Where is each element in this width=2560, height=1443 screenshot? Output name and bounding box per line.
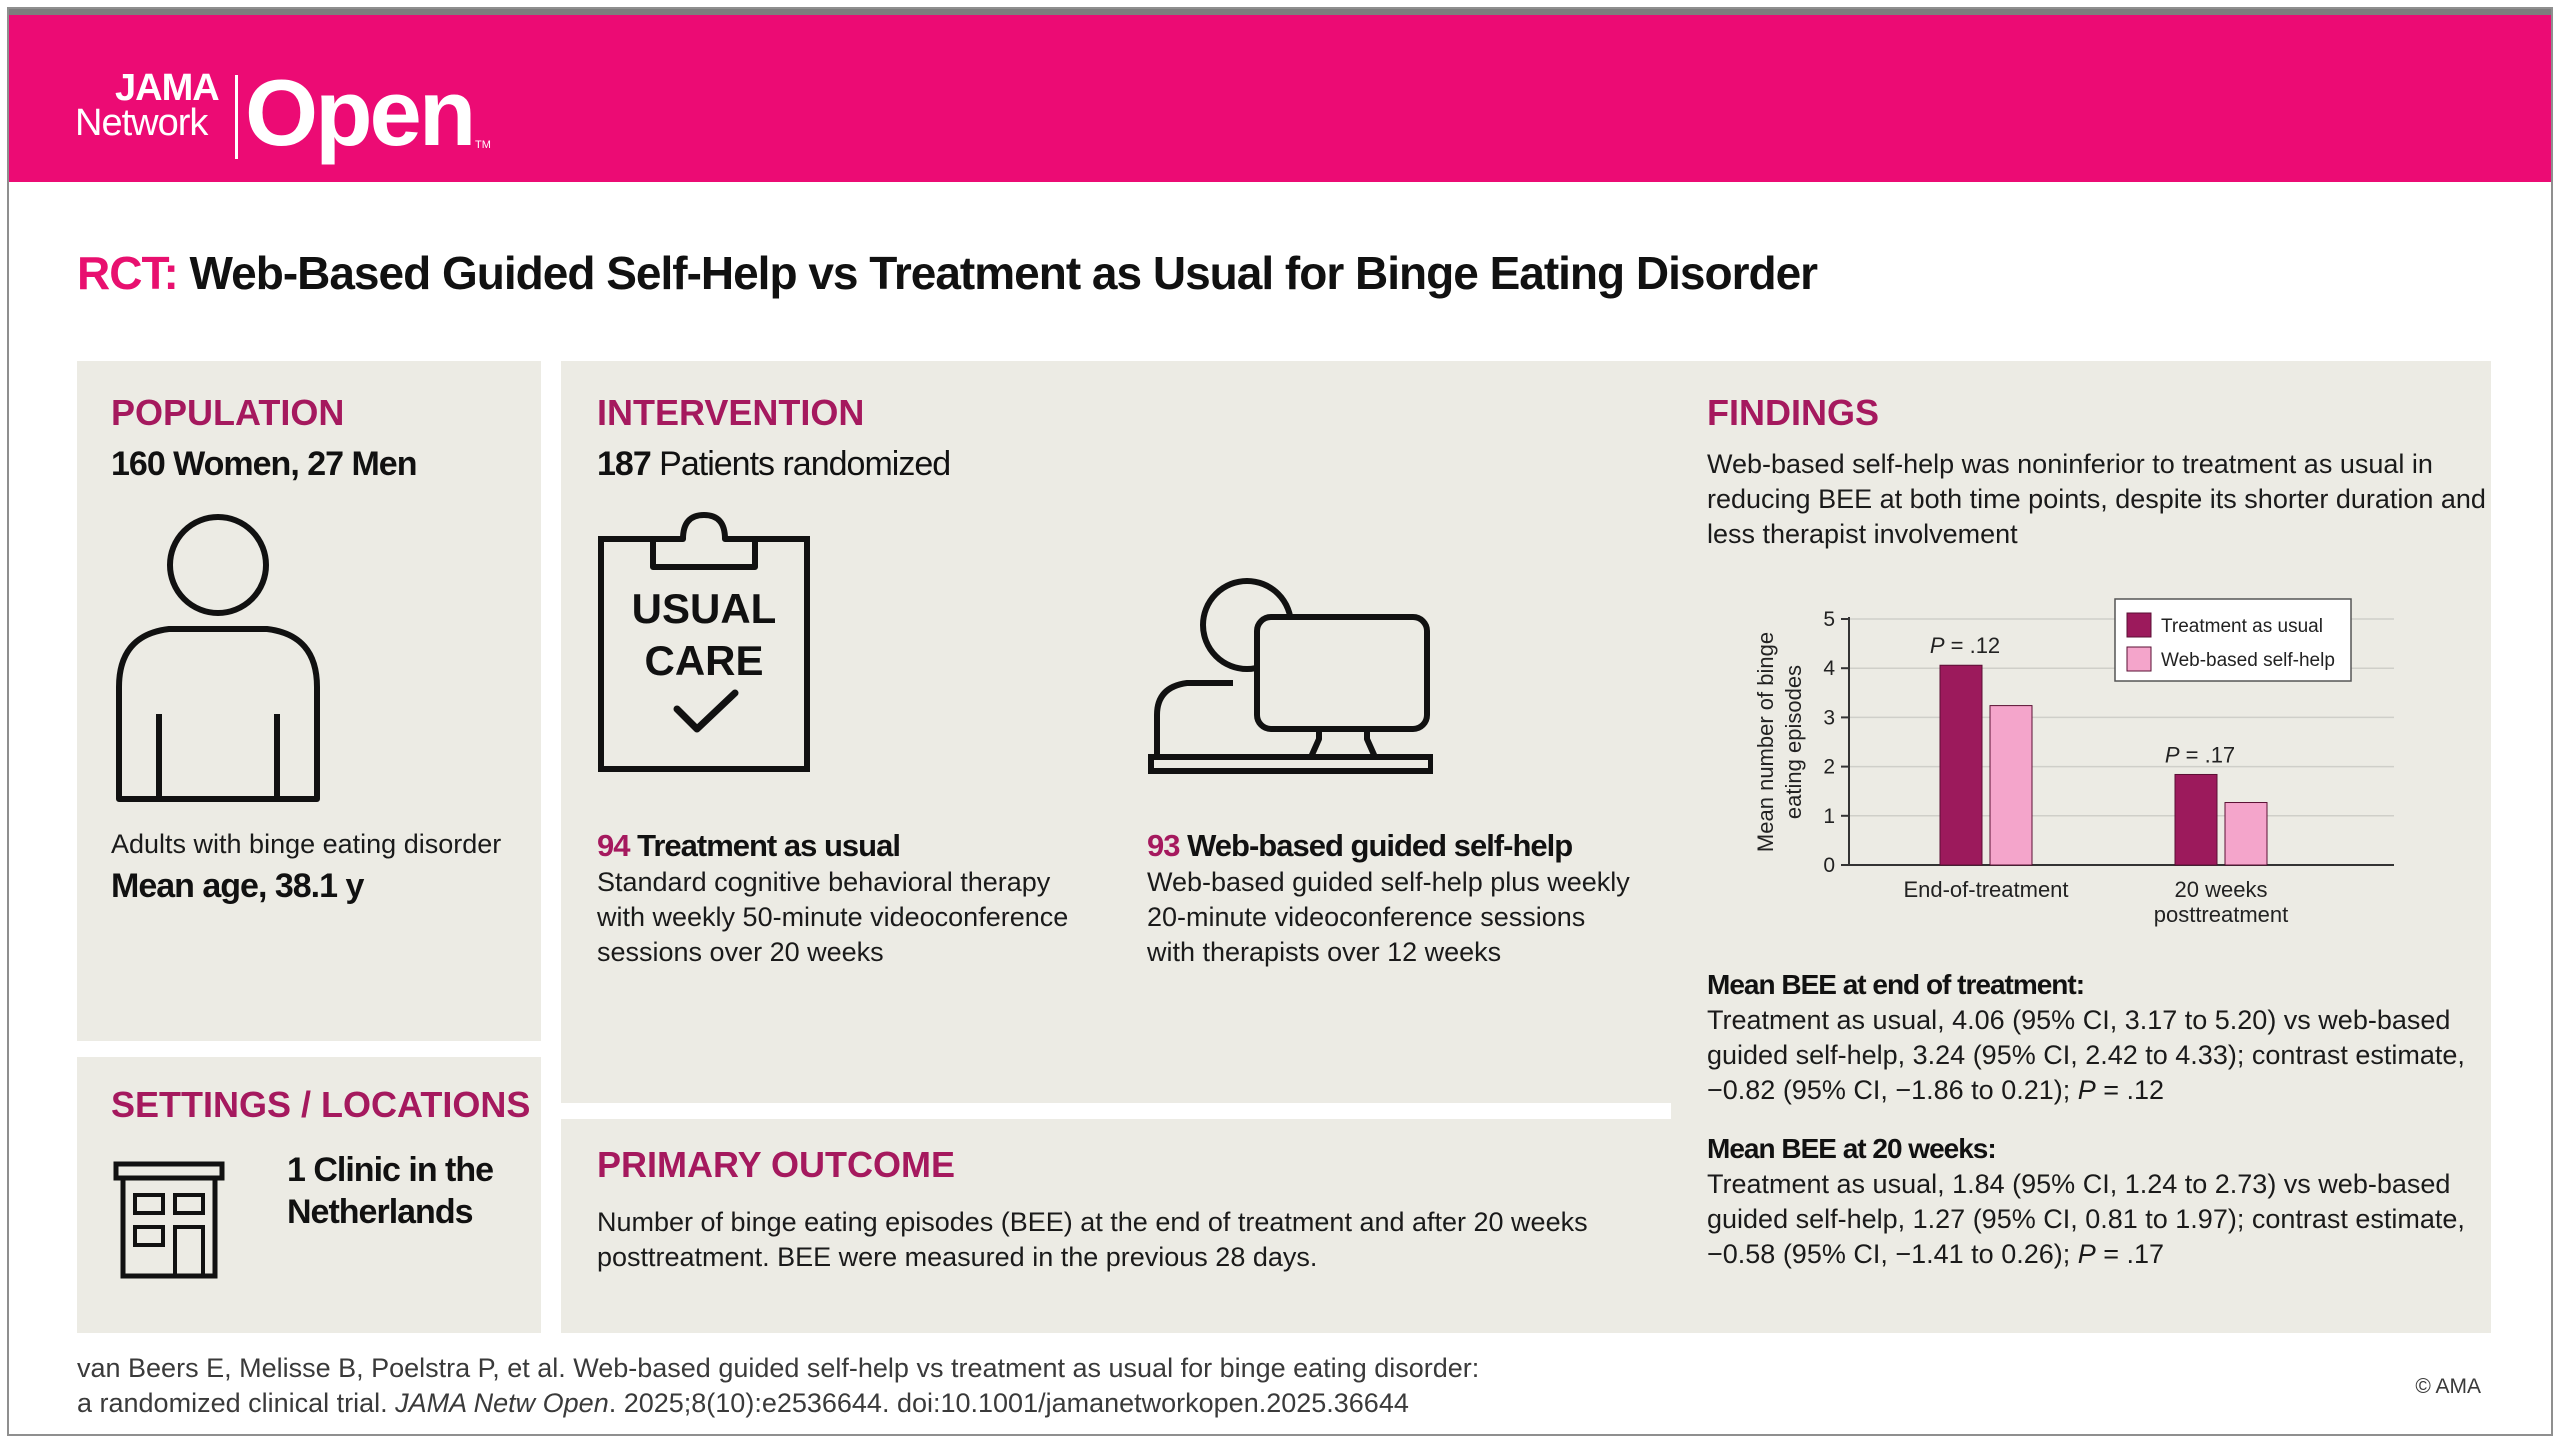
arm1-desc2: with weekly 50-minute videoconference [597, 902, 1069, 932]
y-tick-label-5: 5 [1823, 608, 1835, 631]
intervention-heading: INTERVENTION [597, 392, 865, 433]
findings-heading: FINDINGS [1707, 392, 1880, 433]
randomized-line: 187 Patients randomized [597, 443, 951, 485]
logo-network-text: Network [75, 102, 208, 144]
bar-2-1 [1989, 705, 2033, 866]
primary-outcome-line1: Number of binge eating episodes (BEE) at… [597, 1207, 1588, 1237]
legend-label-1: Treatment as usual [2161, 616, 2323, 637]
page-title: RCT: Web-Based Guided Self-Help vs Treat… [77, 245, 1819, 301]
header-banner: JAMA Network Open TM [9, 9, 2551, 182]
logo-trademark: TM [475, 139, 491, 151]
legend-box [2114, 598, 2352, 682]
p-annotation-2: P = .17 [2165, 742, 2235, 767]
person-icon [116, 514, 320, 802]
settings-line2: Netherlands [287, 1193, 473, 1231]
bee-20-line2: guided self-help, 1.27 (95% CI, 0.81 to … [1707, 1204, 2465, 1234]
x-tick-label-2: 20 weeks [2175, 877, 2268, 902]
settings-line1: 1 Clinic in the [287, 1151, 494, 1189]
y-tick-label-2: 2 [1823, 756, 1835, 779]
bee-end-line1: Treatment as usual, 4.06 (95% CI, 3.17 t… [1707, 1005, 2451, 1035]
arm2-count: 93 [1147, 828, 1180, 863]
computer-user-icon [1148, 578, 1433, 774]
y-axis-label-line2: eating episodes [1781, 665, 1806, 819]
clipboard-icon: USUAL CARE [597, 509, 811, 773]
x-tick-label-1: End-of-treatment [1903, 877, 2068, 902]
arm2-desc3: with therapists over 12 weeks [1147, 937, 1502, 967]
y-tick-label-0: 0 [1823, 854, 1835, 877]
copyright: © AMA [2415, 1375, 2481, 1398]
bee-end-p-value: = .12 [2095, 1075, 2165, 1105]
legend-swatch-2 [2126, 646, 2152, 672]
randomized-count: 187 [597, 445, 652, 483]
arm1-desc1: Standard cognitive behavioral therapy [597, 867, 1051, 897]
arm2-label: Web-based guided self-help [1179, 828, 1573, 863]
findings-summary3: less therapist involvement [1707, 519, 2018, 549]
citation-line2a: a randomized clinical trial. [77, 1388, 396, 1418]
infographic-frame: JAMA Network Open TM RCT: Web-Based Guid… [7, 7, 2553, 1436]
bee-20-line3-text: −0.58 (95% CI, −1.41 to 0.26); [1707, 1239, 2078, 1269]
legend-swatch-1 [2126, 612, 2152, 638]
arm1-label: Treatment as usual [629, 828, 901, 863]
population-mean-age: Mean age, 38.1 y [111, 867, 364, 905]
title-tag: RCT: [77, 247, 179, 299]
arm1-count: 94 [597, 828, 630, 863]
bee-end-line2: guided self-help, 3.24 (95% CI, 2.42 to … [1707, 1040, 2465, 1070]
y-axis-label-line1: Mean number of binge [1753, 632, 1778, 852]
primary-outcome-heading: PRIMARY OUTCOME [597, 1144, 956, 1185]
bee-20-p-label: P [2077, 1239, 2096, 1269]
population-heading: POPULATION [111, 392, 345, 433]
citation-line2c: . 2025;8(10):e2536644. doi:10.1001/jaman… [608, 1388, 1409, 1418]
citation-line2: a randomized clinical trial. JAMA Netw O… [77, 1386, 1479, 1421]
bee-20-heading: Mean BEE at 20 weeks: [1707, 1133, 1997, 1164]
logo-jama-text: JAMA [115, 67, 220, 109]
bar-1-1 [1939, 664, 1983, 866]
population-headline: 160 Women, 27 Men [111, 445, 417, 483]
bee-end-line3-text: −0.82 (95% CI, −1.86 to 0.21); [1707, 1075, 2078, 1105]
p-annotation-1: P = .12 [1930, 633, 2000, 658]
population-panel: POPULATION 160 Women, 27 Men Adults with… [77, 361, 541, 1041]
y-tick-label-3: 3 [1823, 706, 1835, 729]
findings-summary1: Web-based self-help was noninferior to t… [1707, 449, 2433, 479]
bee-end-heading: Mean BEE at end of treatment: [1707, 969, 2085, 1000]
arm1-title: 94 Treatment as usual [597, 825, 901, 867]
building-icon [113, 1161, 225, 1279]
arm2-desc2: 20-minute videoconference sessions [1147, 902, 1586, 932]
logo-open-text: Open [245, 60, 476, 165]
findings-panel: FINDINGS Web-based self-help was noninfe… [1671, 361, 2491, 1333]
randomized-label: Patients randomized [650, 445, 951, 483]
arm2-title: 93 Web-based guided self-help [1147, 825, 1573, 867]
settings-panel: SETTINGS / LOCATIONS 1 Clinic in the Net… [77, 1057, 541, 1333]
findings-summary2: reducing BEE at both time points, despit… [1707, 484, 2486, 514]
bar-2-2 [2224, 802, 2268, 866]
primary-outcome-line2: posttreatment. BEE were measured in the … [597, 1242, 1318, 1272]
y-tick-label-4: 4 [1823, 657, 1835, 680]
bar-1-2 [2174, 773, 2218, 866]
bee-end-p-label: P [2077, 1075, 2096, 1105]
citation-journal: JAMA Netw Open [395, 1388, 609, 1418]
settings-heading: SETTINGS / LOCATIONS [111, 1084, 531, 1125]
population-description: Adults with binge eating disorder [111, 829, 502, 859]
bee-20-line1: Treatment as usual, 1.84 (95% CI, 1.24 t… [1707, 1169, 2451, 1199]
bee-20-p-value: = .17 [2095, 1239, 2165, 1269]
legend-label-2: Web-based self-help [2161, 650, 2335, 671]
bee-20-line3: −0.58 (95% CI, −1.41 to 0.26); P = .17 [1707, 1237, 2164, 1272]
arm2-desc1: Web-based guided self-help plus weekly [1147, 867, 1630, 897]
x-tick-label-2-line2: posttreatment [2154, 902, 2289, 927]
y-tick-label-1: 1 [1823, 805, 1835, 828]
citation-line1: van Beers E, Melisse B, Poelstra P, et a… [77, 1353, 1480, 1383]
bee-end-line3: −0.82 (95% CI, −1.86 to 0.21); P = .12 [1707, 1073, 2164, 1108]
clipboard-text-usual: USUAL [631, 585, 777, 632]
clipboard-text-care: CARE [644, 637, 764, 684]
citation: van Beers E, Melisse B, Poelstra P, et a… [77, 1351, 1479, 1421]
logo-divider [235, 75, 238, 159]
title-text: Web-Based Guided Self-Help vs Treatment … [189, 247, 1819, 299]
arm1-desc3: sessions over 20 weeks [597, 937, 884, 967]
